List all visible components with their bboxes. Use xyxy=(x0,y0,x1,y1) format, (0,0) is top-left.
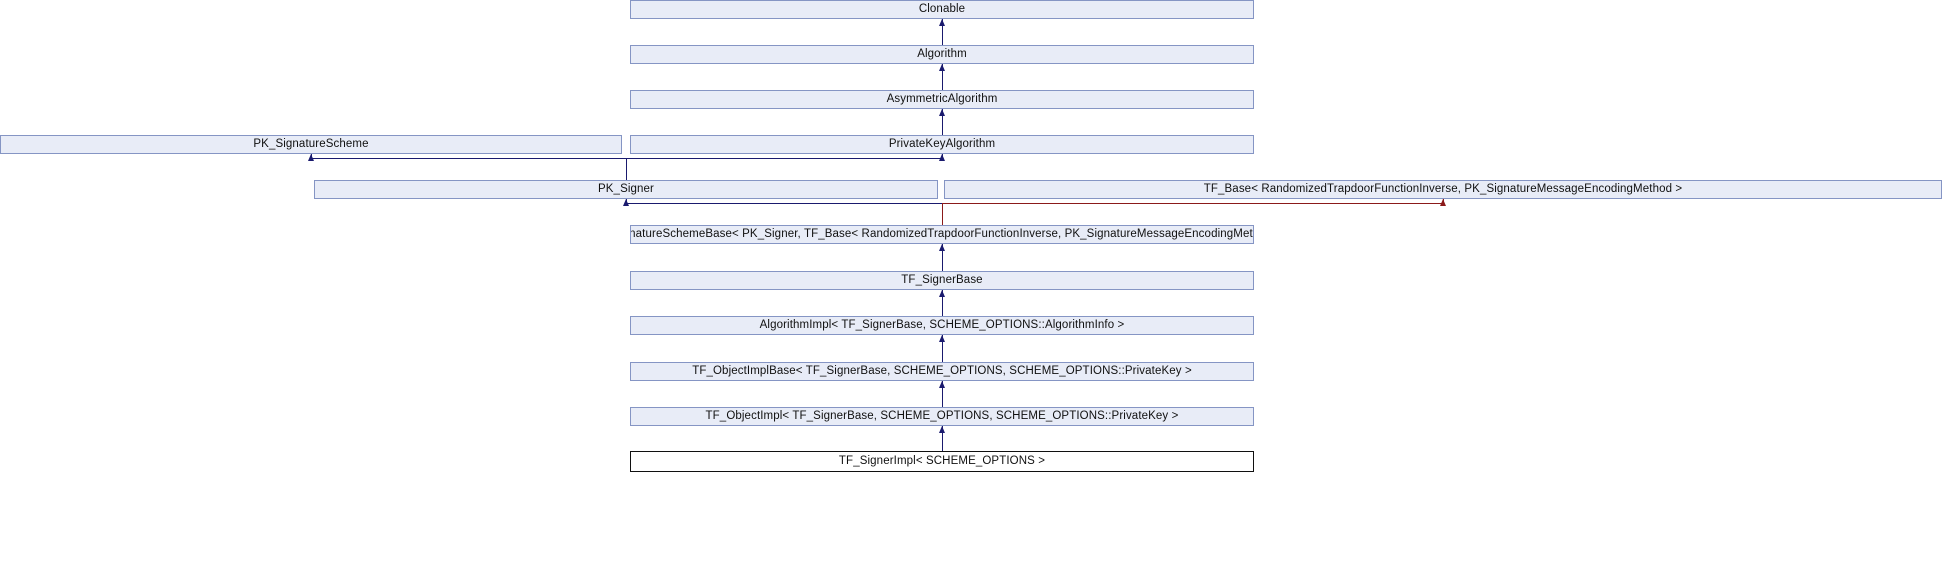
schemebase-to-tfbase-line-child xyxy=(942,203,943,225)
algorithm-to-clonable-line xyxy=(942,19,943,45)
signerimpl-to-objectimpl-line xyxy=(942,426,943,451)
schemebase-to-pksigner-line-h xyxy=(626,203,942,204)
pksigner-to-privatekeyalgorithm-arrowhead xyxy=(938,154,945,161)
class-node-algorithm[interactable]: Algorithm xyxy=(630,45,1254,64)
class-node-tf-object-impl[interactable]: TF_ObjectImpl< TF_SignerBase, SCHEME_OPT… xyxy=(630,407,1254,426)
objectimpl-to-objectimplbase-line xyxy=(942,381,943,407)
objectimplbase-to-algorithmimpl-line xyxy=(942,335,943,362)
class-node-label-tf-base: TF_Base< RandomizedTrapdoorFunctionInver… xyxy=(1203,182,1683,195)
pksigner-to-privatekeyalgorithm-line-child xyxy=(626,158,627,180)
class-node-label-pk-signer: PK_Signer xyxy=(597,182,654,195)
class-node-label-algorithm-impl: AlgorithmImpl< TF_SignerBase, SCHEME_OPT… xyxy=(759,318,1125,331)
signerbase-to-schemebase-line xyxy=(942,244,943,271)
class-node-label-tf-signer-impl: TF_SignerImpl< SCHEME_OPTIONS > xyxy=(838,454,1046,467)
class-node-clonable[interactable]: Clonable xyxy=(630,0,1254,19)
class-node-tf-signer-base[interactable]: TF_SignerBase xyxy=(630,271,1254,290)
schemebase-to-pksigner-arrowhead xyxy=(622,199,629,206)
class-node-label-tf-object-impl-base: TF_ObjectImplBase< TF_SignerBase, SCHEME… xyxy=(692,364,1192,377)
class-node-label-tf-object-impl: TF_ObjectImpl< TF_SignerBase, SCHEME_OPT… xyxy=(705,409,1179,422)
schemebase-to-tfbase-line-h xyxy=(942,203,1443,204)
class-node-tf-object-impl-base[interactable]: TF_ObjectImplBase< TF_SignerBase, SCHEME… xyxy=(630,362,1254,381)
class-node-private-key-algorithm[interactable]: PrivateKeyAlgorithm xyxy=(630,135,1254,154)
privatekey-to-asymmetric-arrowhead xyxy=(938,109,945,116)
class-node-asymmetric-algorithm[interactable]: AsymmetricAlgorithm xyxy=(630,90,1254,109)
algorithm-to-clonable-arrowhead xyxy=(938,19,945,26)
pksigner-to-privatekeyalgorithm-line-h xyxy=(626,158,942,159)
class-node-pk-signer[interactable]: PK_Signer xyxy=(314,180,938,199)
class-node-label-tf-signature-scheme-base: TF_SignatureSchemeBase< PK_Signer, TF_Ba… xyxy=(630,227,1254,240)
signerbase-to-schemebase-arrowhead xyxy=(938,244,945,251)
class-node-label-private-key-algorithm: PrivateKeyAlgorithm xyxy=(888,137,996,150)
asymmetric-to-algorithm-arrowhead xyxy=(938,64,945,71)
signerimpl-to-objectimpl-arrowhead xyxy=(938,426,945,433)
class-node-label-asymmetric-algorithm: AsymmetricAlgorithm xyxy=(886,92,998,105)
class-node-tf-base[interactable]: TF_Base< RandomizedTrapdoorFunctionInver… xyxy=(944,180,1942,199)
class-node-pk-signature-scheme[interactable]: PK_SignatureScheme xyxy=(0,135,622,154)
class-node-algorithm-impl[interactable]: AlgorithmImpl< TF_SignerBase, SCHEME_OPT… xyxy=(630,316,1254,335)
class-node-label-pk-signature-scheme: PK_SignatureScheme xyxy=(253,137,369,150)
algorithmimpl-to-signerbase-line xyxy=(942,290,943,316)
asymmetric-to-algorithm-line xyxy=(942,64,943,90)
class-node-tf-signature-scheme-base[interactable]: TF_SignatureSchemeBase< PK_Signer, TF_Ba… xyxy=(630,225,1254,244)
pksigner-to-pksignaturescheme-line-h xyxy=(311,158,626,159)
class-node-label-algorithm: Algorithm xyxy=(917,47,967,60)
objectimplbase-to-algorithmimpl-arrowhead xyxy=(938,335,945,342)
class-node-label-clonable: Clonable xyxy=(918,2,966,15)
class-node-label-tf-signer-base: TF_SignerBase xyxy=(901,273,983,286)
class-node-tf-signer-impl[interactable]: TF_SignerImpl< SCHEME_OPTIONS > xyxy=(630,451,1254,472)
schemebase-to-tfbase-arrowhead xyxy=(1439,199,1446,206)
pksigner-to-pksignaturescheme-arrowhead xyxy=(307,154,314,161)
algorithmimpl-to-signerbase-arrowhead xyxy=(938,290,945,297)
objectimpl-to-objectimplbase-arrowhead xyxy=(938,381,945,388)
privatekey-to-asymmetric-line xyxy=(942,109,943,135)
